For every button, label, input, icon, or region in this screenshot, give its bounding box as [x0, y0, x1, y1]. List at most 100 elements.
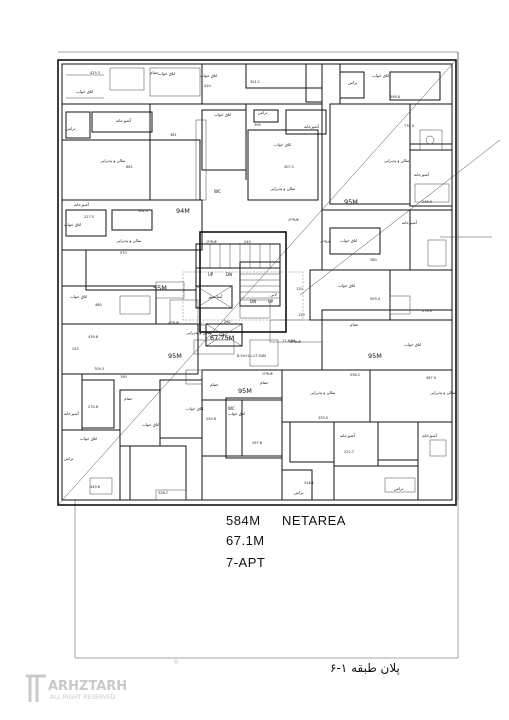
plan-title: پلان طبقه ۱-۶	[330, 661, 400, 675]
room-label-bedroom: اتاق خواب	[64, 222, 81, 227]
area-summary: 584M NETAREA 67.1M 7-APT	[226, 513, 346, 570]
room-labels: اتاق خواب اتاق خواب اتاق خواب اتاق خواب …	[64, 70, 456, 495]
dimension-value: 570	[120, 251, 127, 255]
room-label-bath: حمام	[260, 380, 269, 385]
room-label-terrace: تراس	[258, 110, 267, 115]
room-label-living: سالن و پذیرایی	[384, 158, 410, 163]
room-label-bedroom: اتاق خواب	[228, 411, 245, 416]
unit-area: 95M	[168, 352, 182, 360]
average-area-value: 67.1M	[226, 533, 265, 548]
dimension-value: 558.2	[350, 373, 360, 377]
dimension-value: 276.3	[422, 309, 432, 313]
room-label-bath: حمام	[210, 382, 219, 387]
reference-lines	[57, 59, 501, 506]
room-label-living: سالن و پذیرایی	[116, 238, 142, 243]
dimension-value: 709.3	[94, 367, 104, 371]
room-label-kitchen: آشپزخانه	[74, 202, 90, 207]
unit-lower-left	[61, 323, 235, 501]
dimension-value: 309	[254, 123, 261, 127]
room-label-bedroom: اتاق خواب	[142, 422, 159, 427]
room-label-bedroom: اتاق خواب	[76, 89, 93, 94]
room-label-bedroom: اتاق خواب	[70, 294, 87, 299]
room-label-terrace: تراس	[294, 490, 303, 495]
room-label-kitchen: آشپزخانه	[116, 118, 132, 123]
dimension-value: 335.5	[318, 416, 328, 420]
dimension-value: 381	[170, 133, 177, 137]
room-label-bedroom: اتاق خواب	[404, 342, 421, 347]
room-label-kitchen: آشپزخانه	[64, 411, 80, 416]
dimension-value: 661	[126, 165, 133, 169]
unit-top-right	[329, 63, 453, 207]
stair-treads-lower	[240, 267, 280, 299]
unit-lower-right	[333, 369, 453, 501]
room-label-entrance: ورودی	[206, 238, 217, 243]
unit-area: 55M	[153, 284, 167, 292]
dimension-value: 316.1	[304, 481, 314, 485]
room-label-wc: WC	[214, 189, 221, 194]
watermark-brand: ARHZTARH	[48, 679, 127, 694]
dimension-value: 449.6	[90, 485, 100, 489]
core	[182, 231, 304, 367]
dimension-value: 370	[198, 323, 205, 327]
apartment-count: 7-APT	[226, 555, 265, 570]
dimension-value: 425.3	[90, 71, 100, 75]
dimension-value: 509.4	[370, 297, 381, 301]
unit-area: 17.84M	[282, 339, 295, 343]
dimension-value: 770.5	[404, 124, 414, 128]
dimension-value: 598.8	[390, 95, 400, 99]
room-label-entrance: ورودی	[262, 370, 273, 375]
room-label-living: سالن و پذیرایی	[186, 330, 212, 335]
net-area-value: 584M	[226, 513, 261, 528]
room-label-bedroom: اتاق خواب	[214, 112, 231, 117]
dimension-value: 410	[204, 84, 211, 88]
unit-top-middle	[201, 63, 327, 210]
room-label-bath: حمام	[150, 70, 159, 75]
unit-lower-middle	[185, 369, 371, 501]
room-label-bedroom: اتاق خواب	[80, 436, 97, 441]
dimension-value: 439.8	[88, 335, 98, 339]
room-label-kitchen: آشپزخانه	[414, 172, 430, 177]
room-label-terrace: تراس	[394, 486, 403, 491]
room-label-entrance: ورودی	[320, 238, 331, 243]
room-label-living: سالن و پذیرایی	[310, 390, 336, 395]
room-label-kitchen: آشپزخانه	[304, 124, 320, 129]
unit-area: 67.75M	[210, 334, 234, 342]
dimension-value: 407.1	[284, 165, 294, 169]
room-label-terrace: تراس	[348, 80, 357, 85]
stair-down-label: DN	[250, 299, 256, 304]
room-label-living: سالن و پذیرایی	[430, 390, 456, 395]
room-label-terrace: تراس	[64, 456, 73, 461]
room-label-bedroom: اتاق خواب	[338, 283, 355, 288]
room-label-bedroom: اتاق خواب	[340, 238, 357, 243]
site-boundary	[58, 51, 459, 659]
unit-area-labels: 94M 95M 55M 95M 95M 95M 67.75M 8.54+1=17…	[153, 198, 382, 395]
watermark-registered: ®	[173, 659, 179, 666]
dimension-value: 260	[224, 320, 231, 324]
room-label-entrance: ورودی	[288, 216, 299, 221]
room-label-bedroom: اتاق خواب	[200, 73, 217, 78]
room-label-living: سالن و پذیرایی	[100, 158, 126, 163]
room-label-lobby: لابی	[270, 292, 277, 297]
room-label-kitchen: آشپزخانه	[422, 433, 438, 438]
room-label-elevator: آسانسور	[207, 294, 223, 299]
dimension-value: 297.6	[252, 441, 262, 445]
net-area-label: NETAREA	[282, 513, 346, 528]
watermark-logo: ARHZTARH ® ALL RIGHT RESERVED	[26, 659, 179, 702]
stair-treads-upper	[209, 244, 271, 268]
dimension-value: 243	[72, 347, 79, 351]
dimension-value: 227.5	[84, 215, 94, 219]
room-label-bath: حمام	[350, 322, 359, 327]
watermark-rights: ALL RIGHT RESERVED	[50, 694, 116, 701]
room-label-entrance: ورودی	[168, 319, 179, 324]
room-label-wc: WC	[228, 406, 235, 411]
unit-area: 8.54+1=17.54M	[237, 354, 266, 358]
room-label-bedroom: اتاق خواب	[372, 73, 389, 78]
unit-area: 95M	[368, 352, 382, 360]
stair-up-label: UP	[208, 272, 214, 277]
dimension-labels: 425.3 410 301.1 598.8 770.5 309 407.1 66…	[72, 71, 436, 495]
room-label-kitchen: آشپزخانه	[402, 220, 418, 225]
dimension-value: 301.1	[250, 80, 260, 84]
room-label-living: سالن و پذیرایی	[270, 186, 296, 191]
stair-markers: UP DN DN UP	[208, 272, 274, 304]
